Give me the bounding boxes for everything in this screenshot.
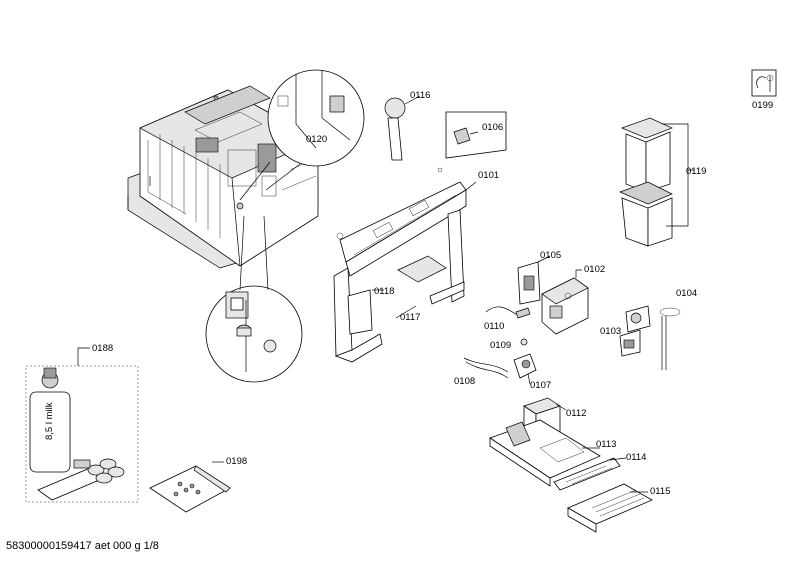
bottle-label: 8,5 l milk	[44, 402, 55, 440]
document-footer-code: 58300000159417 aet 000 g 1/8	[6, 540, 159, 552]
part-0108-tube	[463, 357, 509, 379]
label-0119: 0119	[686, 166, 706, 177]
label-0120: 0120	[306, 134, 327, 145]
part-0102-housing	[541, 269, 589, 335]
coffee-machine-unit	[127, 85, 319, 269]
part-0107-valve	[513, 353, 537, 385]
label-0107: 0107	[530, 380, 551, 391]
label-0102: 0102	[584, 264, 605, 275]
label-0101: 0101	[478, 170, 499, 181]
part-0105-switch	[517, 255, 551, 305]
label-0108: 0108	[454, 376, 475, 387]
part-0114-grille	[553, 457, 627, 491]
detail-magnifier-lower	[205, 215, 303, 383]
label-0198: 0198	[226, 456, 247, 467]
label-0105: 0105	[540, 250, 561, 261]
part-0119-milk-containers	[619, 117, 694, 247]
part-0115-tray-cover	[567, 483, 653, 533]
label-0115: 0115	[650, 486, 670, 497]
part-0101-front-panel	[336, 181, 477, 277]
label-0109: 0109	[490, 340, 511, 351]
label-0106: 0106	[482, 122, 503, 133]
part-0198-screw-bag	[149, 461, 231, 513]
label-0112: 0112	[566, 408, 586, 419]
part-0117-bracket	[395, 209, 465, 319]
part-0106-callout-box	[437, 111, 507, 173]
part-0188-kit-box: 8,5 l milk	[25, 347, 139, 503]
label-0117: 0117	[400, 312, 420, 323]
label-0114: 0114	[626, 452, 646, 463]
part-0103-connector	[619, 305, 651, 357]
label-0113: 0113	[596, 439, 616, 450]
label-0199: 0199	[752, 100, 773, 111]
part-0104-probe	[659, 307, 681, 370]
label-0103: 0103	[600, 326, 621, 337]
label-0188: 0188	[92, 343, 113, 354]
part-0118-bracket	[333, 267, 384, 363]
part-0116-lever	[384, 95, 421, 161]
wrench-service-icon	[751, 69, 777, 97]
part-0109-screw	[520, 338, 528, 346]
detail-magnifier-upper	[239, 69, 365, 201]
part-0113-drip-tray	[489, 419, 601, 487]
label-0110: 0110	[484, 321, 504, 332]
label-0116: 0116	[410, 90, 430, 101]
label-0104: 0104	[676, 288, 697, 299]
label-0118: 0118	[374, 286, 394, 297]
part-0110-wire	[485, 306, 531, 319]
